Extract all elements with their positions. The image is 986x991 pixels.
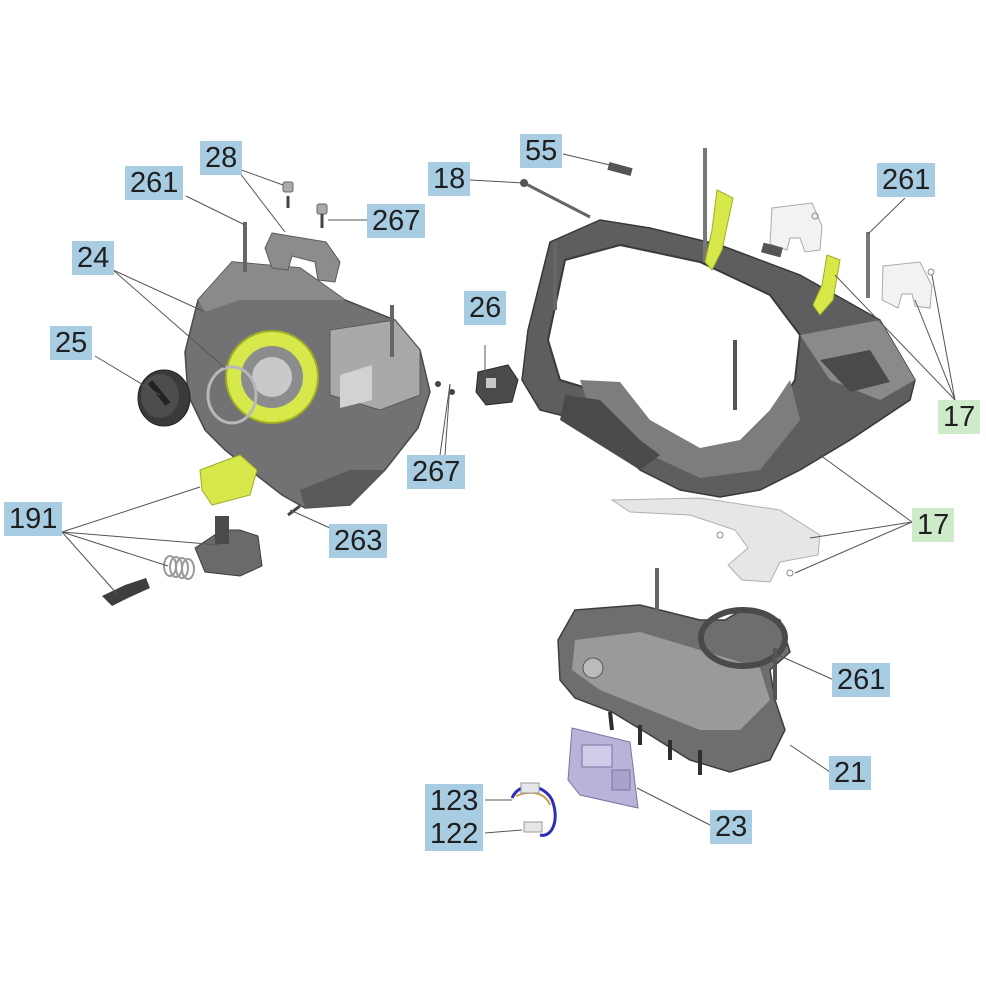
callout-55[interactable]: 55 (520, 134, 563, 168)
pin-part-18 (520, 179, 591, 219)
upper-housing-part-17 (521, 148, 916, 498)
latch-assembly-part-191 (102, 516, 263, 606)
callout-122[interactable]: 122 (425, 817, 484, 851)
base-tray-part-21 (557, 568, 791, 775)
callout-23[interactable]: 23 (710, 810, 753, 844)
callout-261-left[interactable]: 261 (125, 166, 184, 200)
callout-21[interactable]: 21 (829, 756, 872, 790)
callout-191[interactable]: 191 (4, 502, 63, 536)
screws-28-267 (243, 181, 455, 517)
callout-261-right[interactable]: 261 (877, 163, 936, 197)
pcb-part-23 (567, 727, 639, 809)
leader-lines (61, 153, 956, 834)
handle-part-28 (264, 232, 341, 283)
switch-part-26 (475, 364, 519, 406)
cable-part-123-122 (510, 782, 557, 837)
callout-28[interactable]: 28 (200, 141, 243, 175)
knob-part-25 (137, 369, 191, 427)
foam-pads (607, 162, 935, 309)
base-plate (610, 497, 821, 583)
callout-263[interactable]: 263 (329, 524, 388, 558)
callout-18[interactable]: 18 (428, 162, 471, 196)
callout-26[interactable]: 26 (464, 291, 507, 325)
front-cover-part-24 (184, 261, 431, 509)
yellow-latch (199, 454, 258, 506)
callout-25[interactable]: 25 (50, 326, 93, 360)
callout-267-mid[interactable]: 267 (407, 455, 466, 489)
callout-267-top[interactable]: 267 (367, 204, 426, 238)
callout-123[interactable]: 123 (425, 784, 484, 818)
callout-17-upper[interactable]: 17 (938, 400, 981, 434)
callout-261-lower[interactable]: 261 (832, 663, 891, 697)
callout-24[interactable]: 24 (72, 241, 115, 275)
callout-17-lower[interactable]: 17 (912, 508, 955, 542)
